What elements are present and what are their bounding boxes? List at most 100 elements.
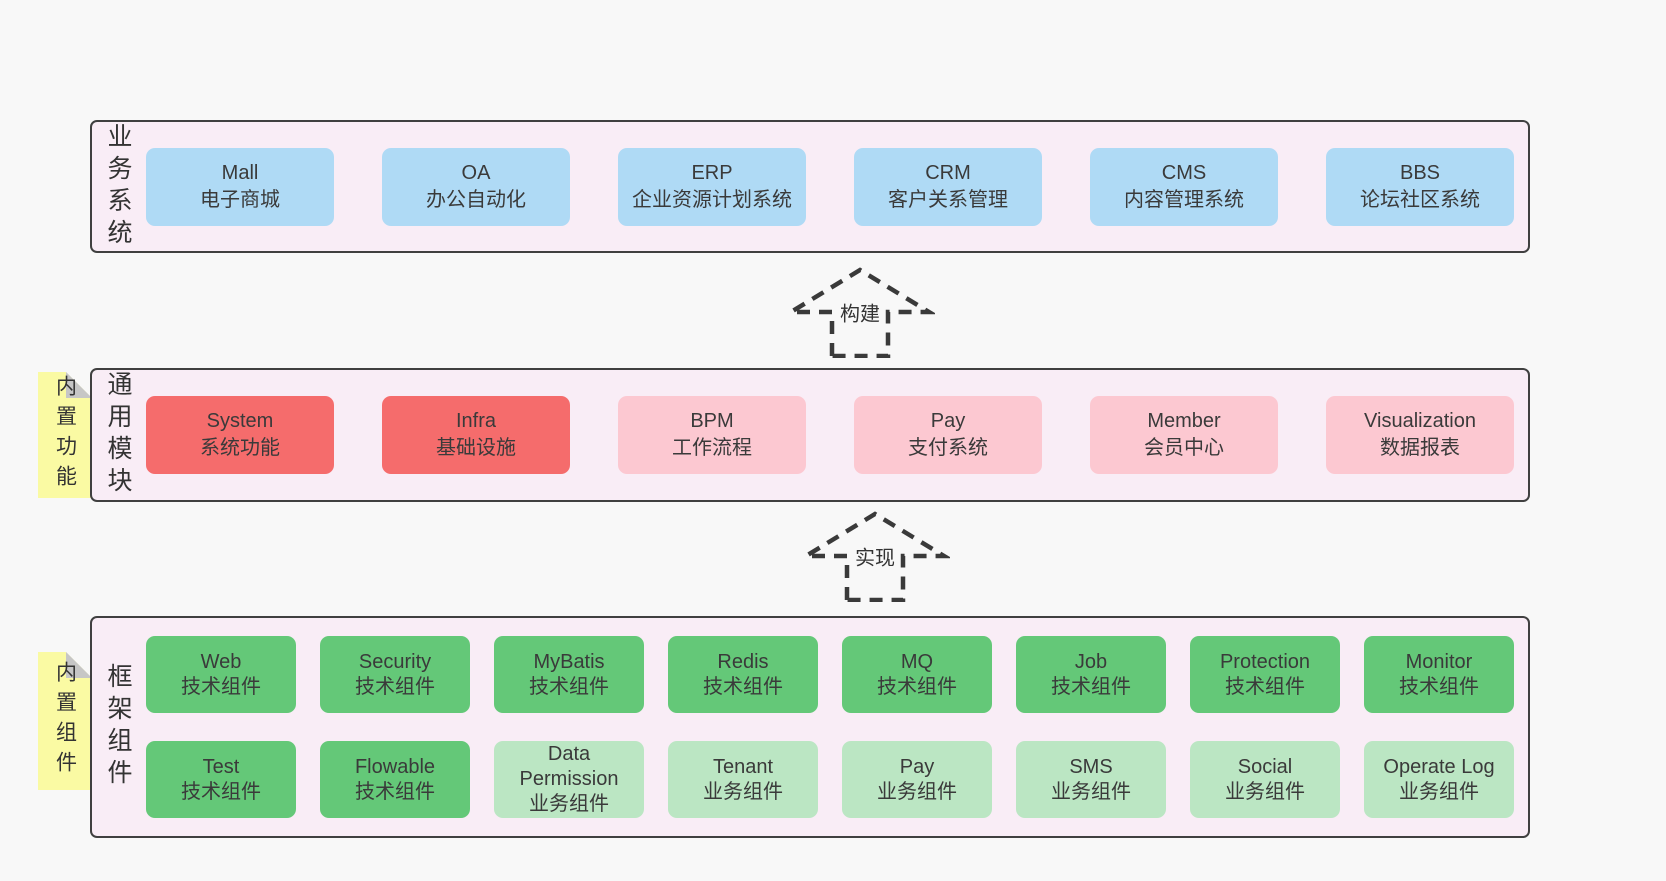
box-crm: CRM 客户关系管理: [854, 147, 1042, 226]
arrow-build-label: 构建: [835, 294, 885, 330]
layer-label-framework: 框架组件: [104, 663, 132, 791]
box-monitor: Monitor 技术组件: [1364, 636, 1514, 713]
box-subtitle: 技术组件: [355, 675, 435, 698]
layer-label-modules: 通用模块: [104, 371, 132, 499]
box-redis: Redis 技术组件: [668, 636, 818, 713]
box-title: Security: [358, 650, 432, 673]
arrow-build: 构建: [785, 266, 935, 358]
box-tenant: Tenant 业务组件: [668, 741, 818, 818]
box-subtitle: 客户关系管理: [888, 188, 1008, 211]
box-title: Pay: [930, 410, 966, 432]
box-oa: OA 办公自动化: [382, 147, 570, 226]
layer-business-systems: 业务系统 Mall 电子商城 OA 办公自动化 ERP 企业资源计划系统 CRM…: [90, 120, 1530, 253]
box-pay-component: Pay 业务组件: [842, 741, 992, 818]
box-title: CMS: [1161, 161, 1207, 184]
box-subtitle: 企业资源计划系统: [632, 188, 792, 211]
box-title: BBS: [1399, 161, 1441, 184]
box-subtitle: 技术组件: [1399, 675, 1479, 698]
box-flowable: Flowable 技术组件: [320, 741, 470, 818]
box-title: Flowable: [354, 755, 436, 778]
box-subtitle: 数据报表: [1380, 437, 1460, 459]
layer-common-modules: 通用模块 System 系统功能 Infra 基础设施 BPM 工作流程 Pay…: [90, 368, 1530, 502]
box-title: Job: [1074, 650, 1108, 673]
box-title: OA: [461, 161, 491, 184]
box-subtitle: 工作流程: [672, 437, 752, 459]
box-operate-log: Operate Log 业务组件: [1364, 741, 1514, 818]
box-title: BPM: [690, 410, 734, 432]
box-title: Social: [1237, 755, 1293, 778]
box-bbs: BBS 论坛社区系统: [1326, 147, 1514, 226]
box-subtitle: 业务组件: [877, 780, 957, 803]
box-erp: ERP 企业资源计划系统: [618, 147, 806, 226]
box-title: Data Permission: [519, 743, 619, 790]
box-subtitle: 系统功能: [200, 437, 280, 459]
business-box-row: Mall 电子商城 OA 办公自动化 ERP 企业资源计划系统 CRM 客户关系…: [130, 147, 1528, 226]
box-title: Web: [200, 650, 242, 673]
box-title: Test: [202, 755, 240, 778]
box-subtitle: 技术组件: [181, 675, 261, 698]
box-protection: Protection 技术组件: [1190, 636, 1340, 713]
framework-box-grid: Web 技术组件 Security 技术组件 MyBatis 技术组件 Redi…: [130, 636, 1528, 818]
box-job: Job 技术组件: [1016, 636, 1166, 713]
box-subtitle: 内容管理系统: [1124, 188, 1244, 211]
box-subtitle: 业务组件: [529, 793, 609, 815]
box-title: Member: [1147, 410, 1221, 432]
box-title: Operate Log: [1383, 755, 1495, 778]
box-infra: Infra 基础设施: [382, 396, 570, 474]
box-subtitle: 电子商城: [200, 188, 280, 211]
box-security: Security 技术组件: [320, 636, 470, 713]
box-title: Monitor: [1405, 650, 1473, 673]
box-mq: MQ 技术组件: [842, 636, 992, 713]
box-title: System: [206, 410, 274, 432]
box-data-permission: Data Permission 业务组件: [494, 741, 644, 818]
box-subtitle: 技术组件: [877, 675, 957, 698]
box-title: Mall: [221, 161, 259, 184]
box-subtitle: 技术组件: [181, 780, 261, 803]
box-title: MyBatis: [533, 650, 605, 673]
box-social: Social 业务组件: [1190, 741, 1340, 818]
box-pay-system: Pay 支付系统: [854, 396, 1042, 474]
box-title: SMS: [1069, 755, 1113, 778]
box-subtitle: 办公自动化: [426, 188, 526, 211]
sticky-note-built-in-features: 内置功能: [38, 372, 92, 498]
box-title: Protection: [1219, 650, 1311, 673]
layer-label-business: 业务系统: [104, 122, 132, 251]
box-web: Web 技术组件: [146, 636, 296, 713]
box-test: Test 技术组件: [146, 741, 296, 818]
sticky-text: 内置功能: [53, 375, 77, 495]
box-title: Tenant: [712, 755, 774, 778]
box-cms: CMS 内容管理系统: [1090, 147, 1278, 226]
modules-box-row: System 系统功能 Infra 基础设施 BPM 工作流程 Pay 支付系统…: [130, 396, 1528, 474]
box-mall: Mall 电子商城: [146, 147, 334, 226]
box-subtitle: 业务组件: [703, 780, 783, 803]
box-system: System 系统功能: [146, 396, 334, 474]
box-sms: SMS 业务组件: [1016, 741, 1166, 818]
box-subtitle: 支付系统: [908, 437, 988, 459]
dashed-up-arrow-icon: [785, 267, 935, 358]
box-subtitle: 技术组件: [1225, 675, 1305, 698]
box-subtitle: 基础设施: [436, 437, 516, 459]
box-title: MQ: [900, 650, 934, 673]
dashed-up-arrow-icon: [800, 511, 950, 602]
box-subtitle: 业务组件: [1399, 780, 1479, 803]
box-mybatis: MyBatis 技术组件: [494, 636, 644, 713]
box-title: ERP: [691, 161, 733, 184]
box-bpm: BPM 工作流程: [618, 396, 806, 474]
box-subtitle: 业务组件: [1225, 780, 1305, 803]
box-title: Redis: [717, 650, 769, 673]
sticky-note-built-in-components: 内置组件: [38, 652, 92, 790]
box-subtitle: 技术组件: [703, 675, 783, 698]
box-member: Member 会员中心: [1090, 396, 1278, 474]
layer-framework-components: 框架组件 Web 技术组件 Security 技术组件 MyBatis 技术组件…: [90, 616, 1530, 838]
box-title: CRM: [925, 161, 971, 184]
box-subtitle: 论坛社区系统: [1360, 188, 1480, 211]
box-subtitle: 技术组件: [1051, 675, 1131, 698]
box-title: Pay: [899, 755, 935, 778]
box-subtitle: 技术组件: [529, 675, 609, 698]
box-visualization: Visualization 数据报表: [1326, 396, 1514, 474]
sticky-text: 内置组件: [53, 661, 77, 781]
box-subtitle: 技术组件: [355, 780, 435, 803]
box-subtitle: 业务组件: [1051, 780, 1131, 803]
box-title: Visualization: [1364, 410, 1476, 432]
